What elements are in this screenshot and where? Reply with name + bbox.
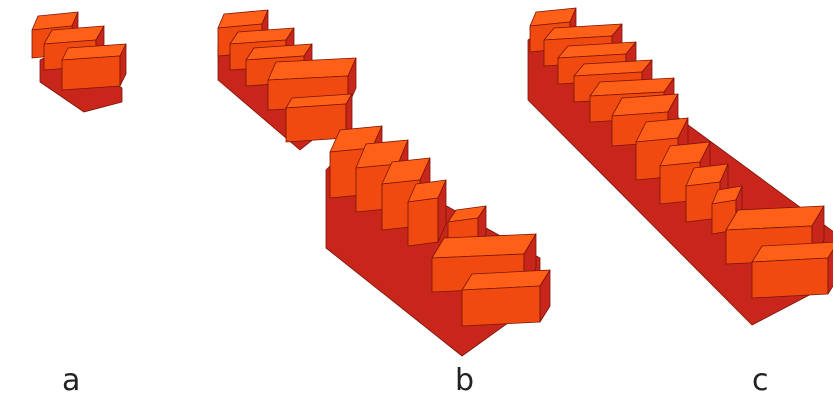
panel-c-block-12-front [752,258,828,298]
panel-b-block-12-front [462,286,540,326]
panel-label-c: c [752,366,769,396]
panel-b-block-9-front [408,198,438,246]
panel-a-block-3-front [62,56,120,90]
block-structures [32,8,833,356]
panel-label-a: a [62,366,80,396]
panel-label-b: b [455,366,474,396]
